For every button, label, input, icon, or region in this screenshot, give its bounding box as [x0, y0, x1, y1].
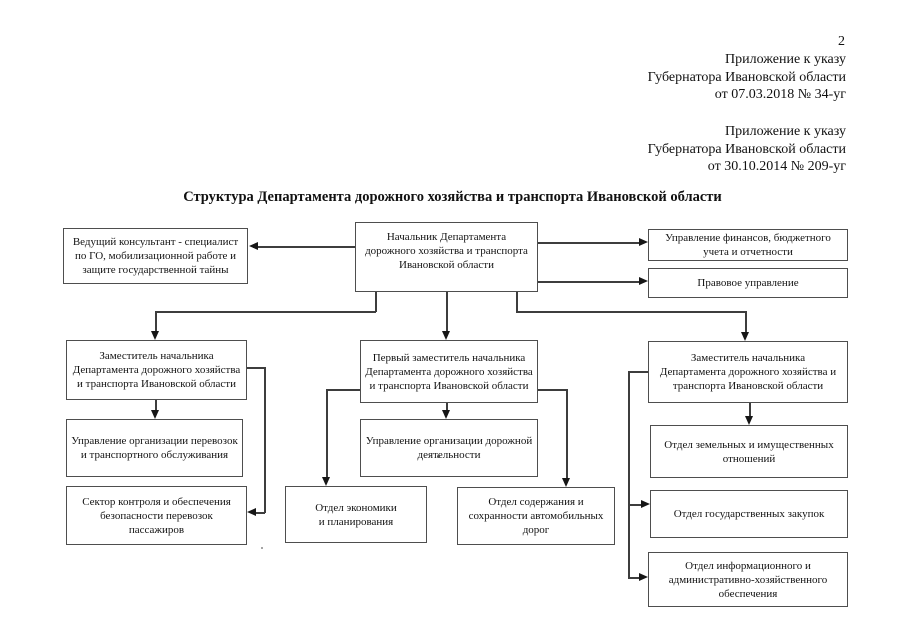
connector-deputy-right-land-line — [749, 403, 751, 416]
connector-first-deputy-road-line — [446, 403, 448, 411]
diagram-title: Структура Департамента дорожного хозяйст… — [183, 189, 722, 205]
org-node-safety-sector: Сектор контроля и обеспечения безопаснос… — [66, 486, 247, 545]
connector-head-deputy-right-line — [516, 311, 747, 313]
connector-deputy-left-safety-top — [247, 367, 266, 369]
connector-head-deputy-right-stub — [516, 292, 518, 312]
connector-head-first-deputy-line — [446, 292, 448, 332]
org-node-transport-dept: Управление организации перевозок и транс… — [66, 419, 243, 477]
arrowhead-transport-dept — [151, 410, 159, 419]
appendix-line: Губернатора Ивановской области — [647, 69, 846, 85]
org-node-first-deputy: Первый заместитель начальника Департамен… — [360, 340, 538, 403]
connector-head-consultant-line — [253, 246, 355, 248]
arrowhead-first-deputy — [442, 331, 450, 340]
org-node-finance: Управление финансов, бюджетного учета и … — [648, 229, 848, 261]
appendix-line: Приложение к указу — [725, 124, 846, 139]
org-node-legal: Правовое управление — [648, 268, 848, 298]
arrowhead-finance — [639, 238, 648, 246]
connector-head-finance-line — [538, 242, 640, 244]
arrowhead-deputy-right — [741, 332, 749, 341]
arrowhead-road-dept — [442, 410, 450, 419]
org-node-road-dept: Управление организации дорожной деятельн… — [360, 419, 538, 477]
connector-first-deputy-maintenance-drop — [566, 389, 568, 478]
connector-head-deputy-left-stub — [375, 292, 377, 312]
arrowhead-economics — [322, 477, 330, 486]
connector-first-deputy-economics-drop — [326, 389, 328, 477]
arrowhead-safety-sector — [247, 508, 256, 516]
connector-head-deputy-left-drop — [155, 311, 157, 332]
appendix-note-2018: Приложение к указу Губернатора Ивановско… — [648, 51, 846, 104]
org-node-deputy-left: Заместитель начальника Департамента доро… — [66, 340, 247, 400]
org-node-maintenance: Отдел содержания и сохранности автомобил… — [457, 487, 615, 545]
org-node-land: Отдел земельных и имущественных отношени… — [650, 425, 848, 478]
arrowhead-land — [745, 416, 753, 425]
org-node-deputy-right: Заместитель начальника Департамента доро… — [648, 341, 848, 403]
org-node-procurement: Отдел государственных закупок — [650, 490, 848, 538]
stray-dot — [437, 455, 440, 458]
org-node-admin: Отдел информационного и административно-… — [648, 552, 848, 607]
org-node-consultant: Ведущий консультант - специалист по ГО, … — [63, 228, 248, 284]
connector-deputy-left-safety-drop — [264, 367, 266, 513]
arrowhead-legal — [639, 277, 648, 285]
connector-rail-admin-line — [628, 577, 639, 579]
appendix-line: Приложение к указу — [725, 52, 846, 67]
connector-head-deputy-left-line — [155, 311, 376, 313]
stray-dot — [261, 547, 263, 549]
org-node-economics: Отдел экономики и планирования — [285, 486, 427, 543]
arrowhead-deputy-left — [151, 331, 159, 340]
arrowhead-admin — [639, 573, 648, 581]
connector-first-deputy-maintenance-top — [538, 389, 567, 391]
connector-first-deputy-economics-top — [326, 389, 360, 391]
connector-deputy-left-transport-line — [155, 400, 157, 411]
arrowhead-consultant — [249, 242, 258, 250]
connector-deputy-left-safety-bottom — [256, 512, 265, 514]
appendix-line: от 30.10.2014 № 209-уг — [707, 159, 846, 174]
appendix-note-2014: Приложение к указу Губернатора Ивановско… — [648, 123, 846, 176]
connector-deputy-right-rail — [628, 371, 630, 578]
org-node-head: Начальник Департамента дорожного хозяйст… — [355, 222, 538, 292]
appendix-line: от 07.03.2018 № 34-уг — [714, 87, 846, 102]
arrowhead-procurement — [641, 500, 650, 508]
page-number: 2 — [838, 34, 845, 49]
connector-rail-procurement-line — [628, 504, 641, 506]
connector-head-legal-line — [538, 281, 640, 283]
connector-deputy-right-rail-top — [628, 371, 648, 373]
connector-head-deputy-right-drop — [745, 311, 747, 334]
appendix-line: Губернатора Ивановской области — [647, 141, 846, 157]
arrowhead-maintenance — [562, 478, 570, 487]
